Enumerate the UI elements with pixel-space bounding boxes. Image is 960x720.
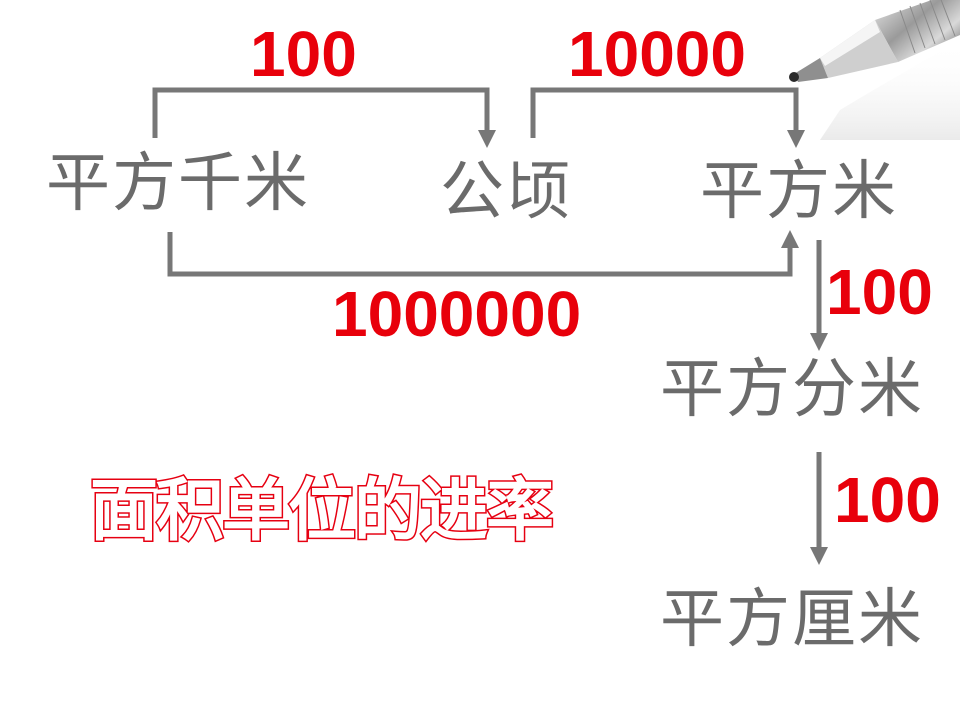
rate-km2-to-m2: 1000000 — [332, 278, 582, 350]
rate-hectare-to-m2: 10000 — [568, 18, 746, 90]
rate-km2-to-hectare: 100 — [250, 18, 357, 90]
unit-square-centimeter: 平方厘米 — [660, 583, 924, 657]
arrow-km2-to-hectare — [152, 87, 490, 138]
page-title: 面积单位的进率 — [88, 472, 555, 551]
pen-tip-image — [789, 0, 960, 140]
unit-square-decimeter: 平方分米 — [660, 353, 924, 427]
rate-dm2-to-cm2: 100 — [834, 464, 941, 536]
rate-m2-to-dm2: 100 — [826, 256, 933, 328]
unit-square-kilometer: 平方千米 — [46, 147, 310, 221]
arrow-km2-to-m2 — [167, 232, 793, 277]
unit-square-meter: 平方米 — [700, 155, 898, 229]
arrow-hectare-to-m2 — [530, 87, 799, 138]
unit-hectare: 公顷 — [440, 155, 572, 229]
